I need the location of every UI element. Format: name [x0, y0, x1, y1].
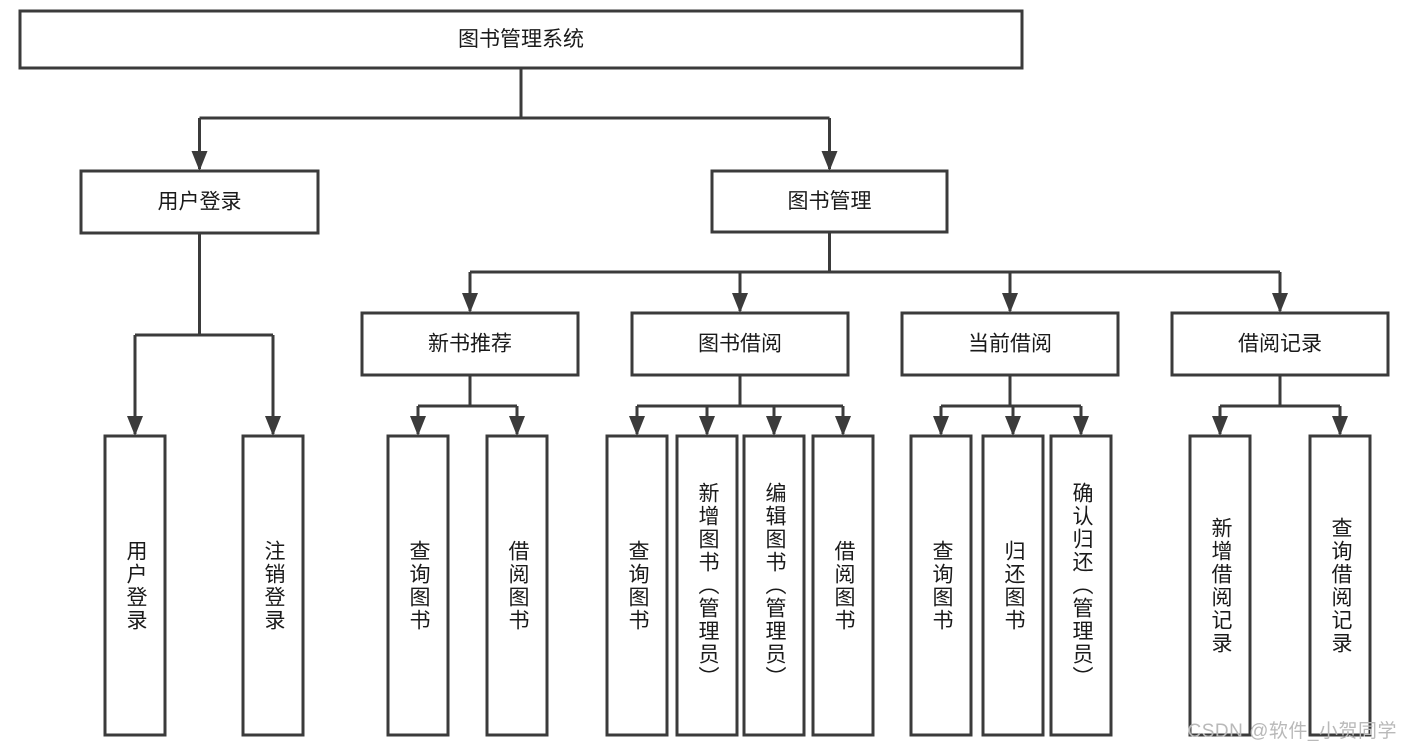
arrow-to-leaf-3: [509, 416, 525, 436]
arrow-to-leaf-0: [127, 416, 143, 436]
arrow-to-level1-1: [821, 151, 838, 171]
root-label: 图书管理系统: [458, 28, 584, 51]
level1-box-0[interactable]: [79, 169, 320, 235]
level2-label-2: 当前借阅: [968, 333, 1052, 356]
arrow-to-level1-0: [191, 151, 208, 171]
level2-box-3[interactable]: [1170, 311, 1390, 377]
level2-box-0[interactable]: [360, 311, 580, 377]
leaf-box-12[interactable]: [1308, 434, 1372, 737]
arrow-to-leaf-2: [410, 416, 426, 436]
level1-label-1: 图书管理: [788, 190, 872, 213]
arrow-to-leaf-7: [835, 416, 851, 436]
leaf-box-1[interactable]: [241, 434, 305, 737]
arrow-to-level2-1: [732, 293, 748, 313]
arrow-to-leaf-10: [1073, 416, 1089, 436]
leaf-box-3[interactable]: [485, 434, 549, 737]
leaf-box-0[interactable]: [103, 434, 167, 737]
leaf-box-10[interactable]: [1049, 434, 1113, 737]
arrow-to-leaf-4: [629, 416, 645, 436]
leaf-box-2[interactable]: [386, 434, 450, 737]
root-box[interactable]: [18, 9, 1024, 70]
leaf-box-8[interactable]: [909, 434, 973, 737]
arrow-to-leaf-6: [766, 416, 782, 436]
level2-label-3: 借阅记录: [1238, 333, 1322, 356]
leaf-box-11[interactable]: [1188, 434, 1252, 737]
arrow-to-leaf-8: [933, 416, 949, 436]
arrow-to-level2-3: [1272, 293, 1288, 313]
leaf-box-7[interactable]: [811, 434, 875, 737]
level2-box-2[interactable]: [900, 311, 1120, 377]
arrow-to-leaf-9: [1005, 416, 1021, 436]
leaf-box-9[interactable]: [981, 434, 1045, 737]
leaf-box-4[interactable]: [605, 434, 669, 737]
arrow-to-level2-2: [1002, 293, 1018, 313]
csdn-watermark: CSDN @软件_小贺同学: [1187, 721, 1397, 742]
level2-label-0: 新书推荐: [428, 333, 512, 356]
level1-label-0: 用户登录: [158, 191, 242, 214]
arrow-to-leaf-11: [1212, 416, 1228, 436]
arrow-to-leaf-1: [265, 416, 281, 436]
leaf-box-5[interactable]: [675, 434, 739, 737]
level2-label-1: 图书借阅: [698, 333, 782, 356]
box-layer: [18, 9, 1390, 737]
arrow-to-leaf-12: [1332, 416, 1348, 436]
arrow-to-level2-0: [462, 293, 478, 313]
connector-layer: [127, 68, 1348, 436]
arrow-to-leaf-5: [699, 416, 715, 436]
level1-box-1[interactable]: [710, 169, 949, 234]
leaf-box-6[interactable]: [742, 434, 806, 737]
level2-box-1[interactable]: [630, 311, 850, 377]
